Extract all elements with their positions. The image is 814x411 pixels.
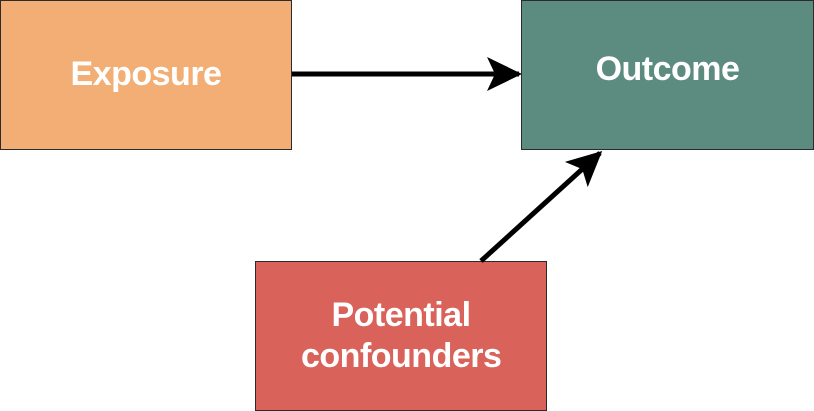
arrow-confounders-to-outcome xyxy=(479,150,603,263)
potential-confounders-box: Potential confounders xyxy=(255,261,547,411)
potential-confounders-label: Potential confounders xyxy=(301,295,502,375)
exposure-label: Exposure xyxy=(70,55,222,94)
outcome-label: Outcome xyxy=(595,50,740,89)
exposure-box: Exposure xyxy=(0,0,292,150)
outcome-box: Outcome xyxy=(521,0,814,150)
